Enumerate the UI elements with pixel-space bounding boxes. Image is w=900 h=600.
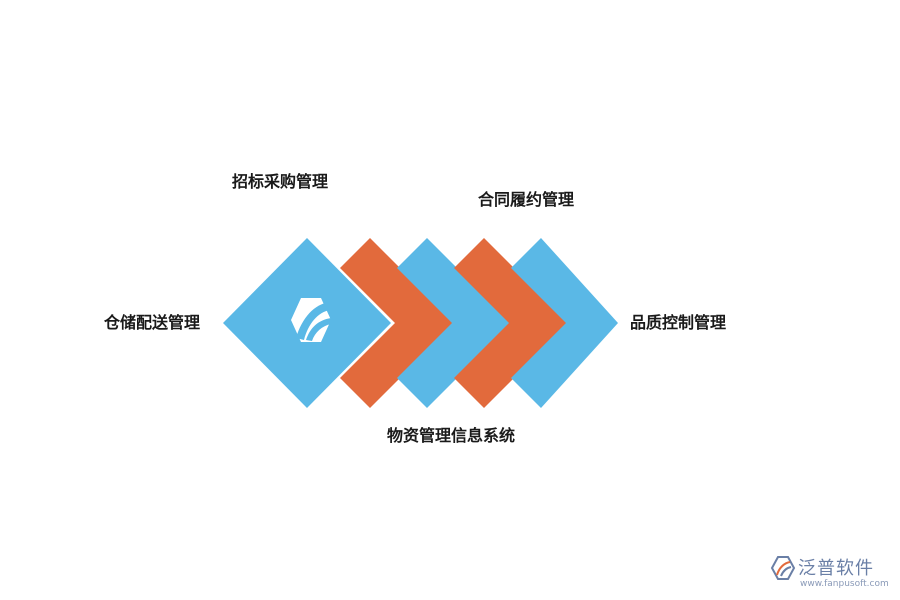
label-quality-control: 品质控制管理 <box>630 313 727 332</box>
chevron-1 <box>340 238 455 408</box>
chevron-4 <box>511 238 618 408</box>
chevron-3 <box>454 238 569 408</box>
brand-logo-icon <box>291 298 331 342</box>
label-contract-performance: 合同履约管理 <box>478 190 575 209</box>
watermark: 泛普软件 www.fanpusoft.com <box>770 553 895 595</box>
chevron-2 <box>397 238 512 408</box>
watermark-brand: 泛普软件 <box>798 558 874 579</box>
label-bidding-procurement: 招标采购管理 <box>232 172 329 191</box>
watermark-url: www.fanpusoft.com <box>800 579 889 589</box>
label-warehouse-distribution: 仓储配送管理 <box>104 313 201 332</box>
label-system-name: 物资管理信息系统 <box>387 426 516 445</box>
watermark-logo-icon <box>770 556 796 580</box>
